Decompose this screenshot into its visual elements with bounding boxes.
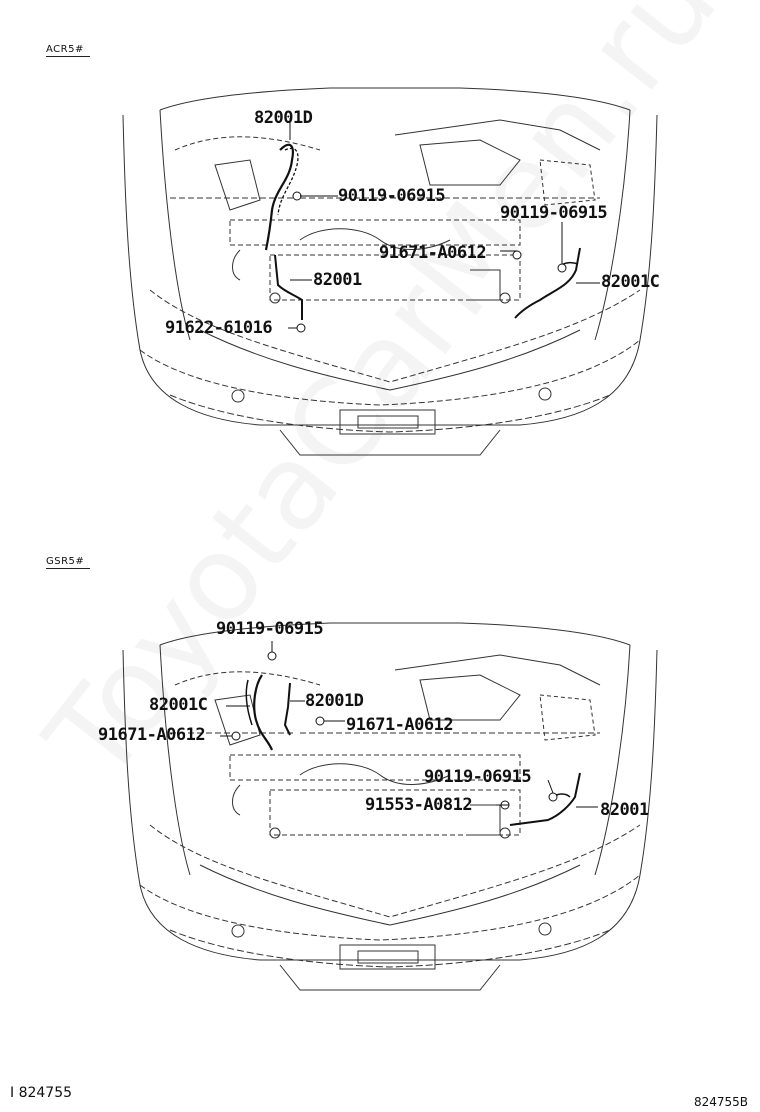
variant-label-top: ACR5# — [46, 44, 90, 57]
callout-82001d-top: 82001D — [254, 108, 313, 128]
callout-90119-06915-left-top: 90119-06915 — [338, 186, 446, 206]
illustration-id-left: I 824755 — [10, 1085, 73, 1101]
callout-91671-a0612-bottom-left: 91671-A0612 — [98, 725, 206, 745]
callout-91671-a0612-top: 91671-A0612 — [379, 243, 487, 263]
callout-90119-06915-bottom-right: 90119-06915 — [424, 767, 532, 787]
callout-91622-61016-top: 91622-61016 — [165, 318, 273, 338]
engine-bay-bottom — [122, 622, 658, 991]
callout-82001-bottom: 82001 — [600, 800, 649, 820]
callout-82001-top: 82001 — [313, 270, 362, 290]
variant-label-bottom: GSR5# — [46, 556, 91, 569]
callout-82001c-bottom: 82001C — [149, 695, 208, 715]
callout-91553-a0812-bottom: 91553-A0812 — [365, 795, 473, 815]
callout-82001c-top: 82001C — [601, 272, 660, 292]
callout-90119-06915-bottom-left: 90119-06915 — [216, 619, 324, 639]
callout-91671-a0612-bottom-right: 91671-A0612 — [346, 715, 454, 735]
engine-bay-top — [122, 87, 658, 456]
illustration-id-right: 824755B — [693, 1095, 748, 1109]
callout-90119-06915-right-top: 90119-06915 — [500, 203, 608, 223]
callout-82001d-bottom: 82001D — [305, 691, 364, 711]
